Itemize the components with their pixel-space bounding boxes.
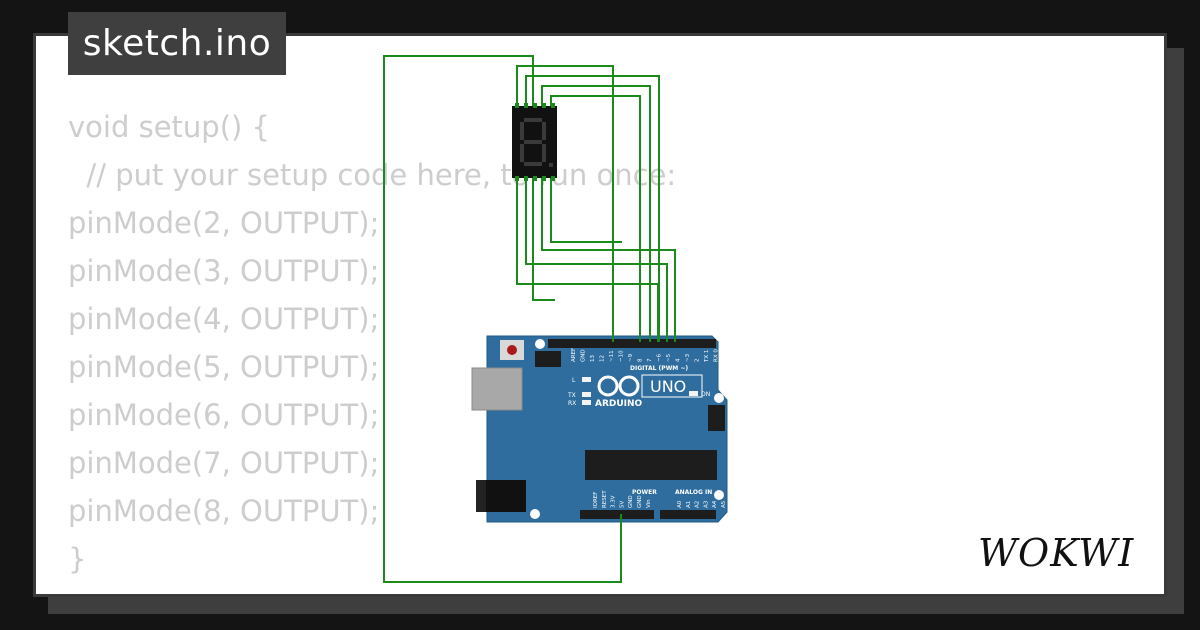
rx-label: RX (568, 400, 576, 407)
code-line: pinMode(6, OUTPUT); (68, 398, 380, 432)
tx-label: TX (567, 392, 576, 399)
pin-label: 3.3V (611, 495, 617, 508)
wire-gnd (383, 55, 622, 583)
wokwi-logo-text: WOKWI (978, 531, 1134, 575)
code-line: pinMode(2, OUTPUT); (68, 206, 380, 240)
wire-seg-8 (550, 178, 622, 243)
code-line: pinMode(3, OUTPUT); (68, 254, 380, 288)
code-line: void setup() { (68, 110, 270, 144)
pin-label: AREF (571, 348, 577, 362)
board-model: UNO (650, 377, 686, 396)
pin-label: RESET (602, 490, 608, 508)
pin-label: GND (581, 349, 587, 362)
pin-label: ~10 (619, 350, 625, 362)
wire-seg-3 (541, 85, 651, 342)
seven-segment-display[interactable] (512, 103, 557, 181)
pin-label: GND (628, 495, 634, 508)
pin-label: A2 (695, 501, 701, 508)
on-label: ON (701, 391, 710, 398)
pin-label: A1 (686, 501, 692, 508)
code-line: pinMode(8, OUTPUT); (68, 494, 380, 528)
pin-label: GND (637, 495, 643, 508)
pin-label: 13 (590, 355, 596, 362)
pin-label: ~3 (685, 353, 691, 362)
pin-label: Vin (646, 499, 652, 508)
code-line: pinMode(4, OUTPUT); (68, 302, 380, 336)
code-line: pinMode(5, OUTPUT); (68, 350, 380, 384)
pin-label: 2 (695, 359, 701, 363)
pin-label: A5 (721, 500, 727, 508)
arduino-logo-icon (597, 375, 640, 397)
wire-seg-4 (550, 95, 641, 342)
pin-label: 12 (600, 355, 606, 362)
pin-label: 4 (676, 358, 682, 362)
analog-header[interactable] (660, 510, 716, 519)
code-line: // put your setup code here, to run once… (68, 158, 677, 192)
pin-label: ~5 (666, 353, 672, 362)
board-brand: ARDUINO (595, 399, 643, 409)
wire-seg-9 (532, 178, 555, 301)
code-line: } (68, 542, 87, 576)
pin-label: IOREF (593, 492, 599, 508)
pin-label: 8 (638, 358, 644, 362)
power-header[interactable] (580, 510, 654, 519)
analog-label: ANALOG IN (675, 489, 712, 496)
pin-label: 5V (619, 501, 625, 508)
pin-label: RX 0 (714, 349, 720, 362)
pin-label: TX 1 (704, 350, 710, 363)
l-label: L (572, 377, 576, 384)
wires (383, 55, 676, 583)
digital-header[interactable] (548, 339, 716, 348)
wire-seg-6 (525, 178, 668, 342)
wokwi-logo-icon: WOKWI (978, 531, 1134, 575)
atmega-chip (585, 450, 717, 480)
arduino-uno-board[interactable] (471, 335, 728, 523)
wire-seg-7 (541, 178, 676, 342)
pin-label: ~6 (657, 353, 663, 362)
sketch-title: sketch.ino (68, 12, 286, 75)
wire-seg-5 (516, 178, 659, 342)
pin-label: ~11 (609, 350, 615, 362)
code-preview: void setup() { // put your setup code he… (68, 103, 676, 583)
power-label: POWER (632, 489, 657, 496)
pin-label: A4 (712, 500, 718, 508)
pin-label: ~9 (628, 353, 634, 362)
pin-label: A0 (677, 500, 683, 508)
wire-seg-1 (516, 65, 614, 342)
code-line: pinMode(7, OUTPUT); (68, 446, 380, 480)
digital-label: DIGITAL (PWM ~) (630, 365, 688, 372)
pin-label: 7 (647, 358, 653, 362)
pin-label: A3 (703, 500, 709, 508)
wire-seg-2 (525, 75, 660, 342)
